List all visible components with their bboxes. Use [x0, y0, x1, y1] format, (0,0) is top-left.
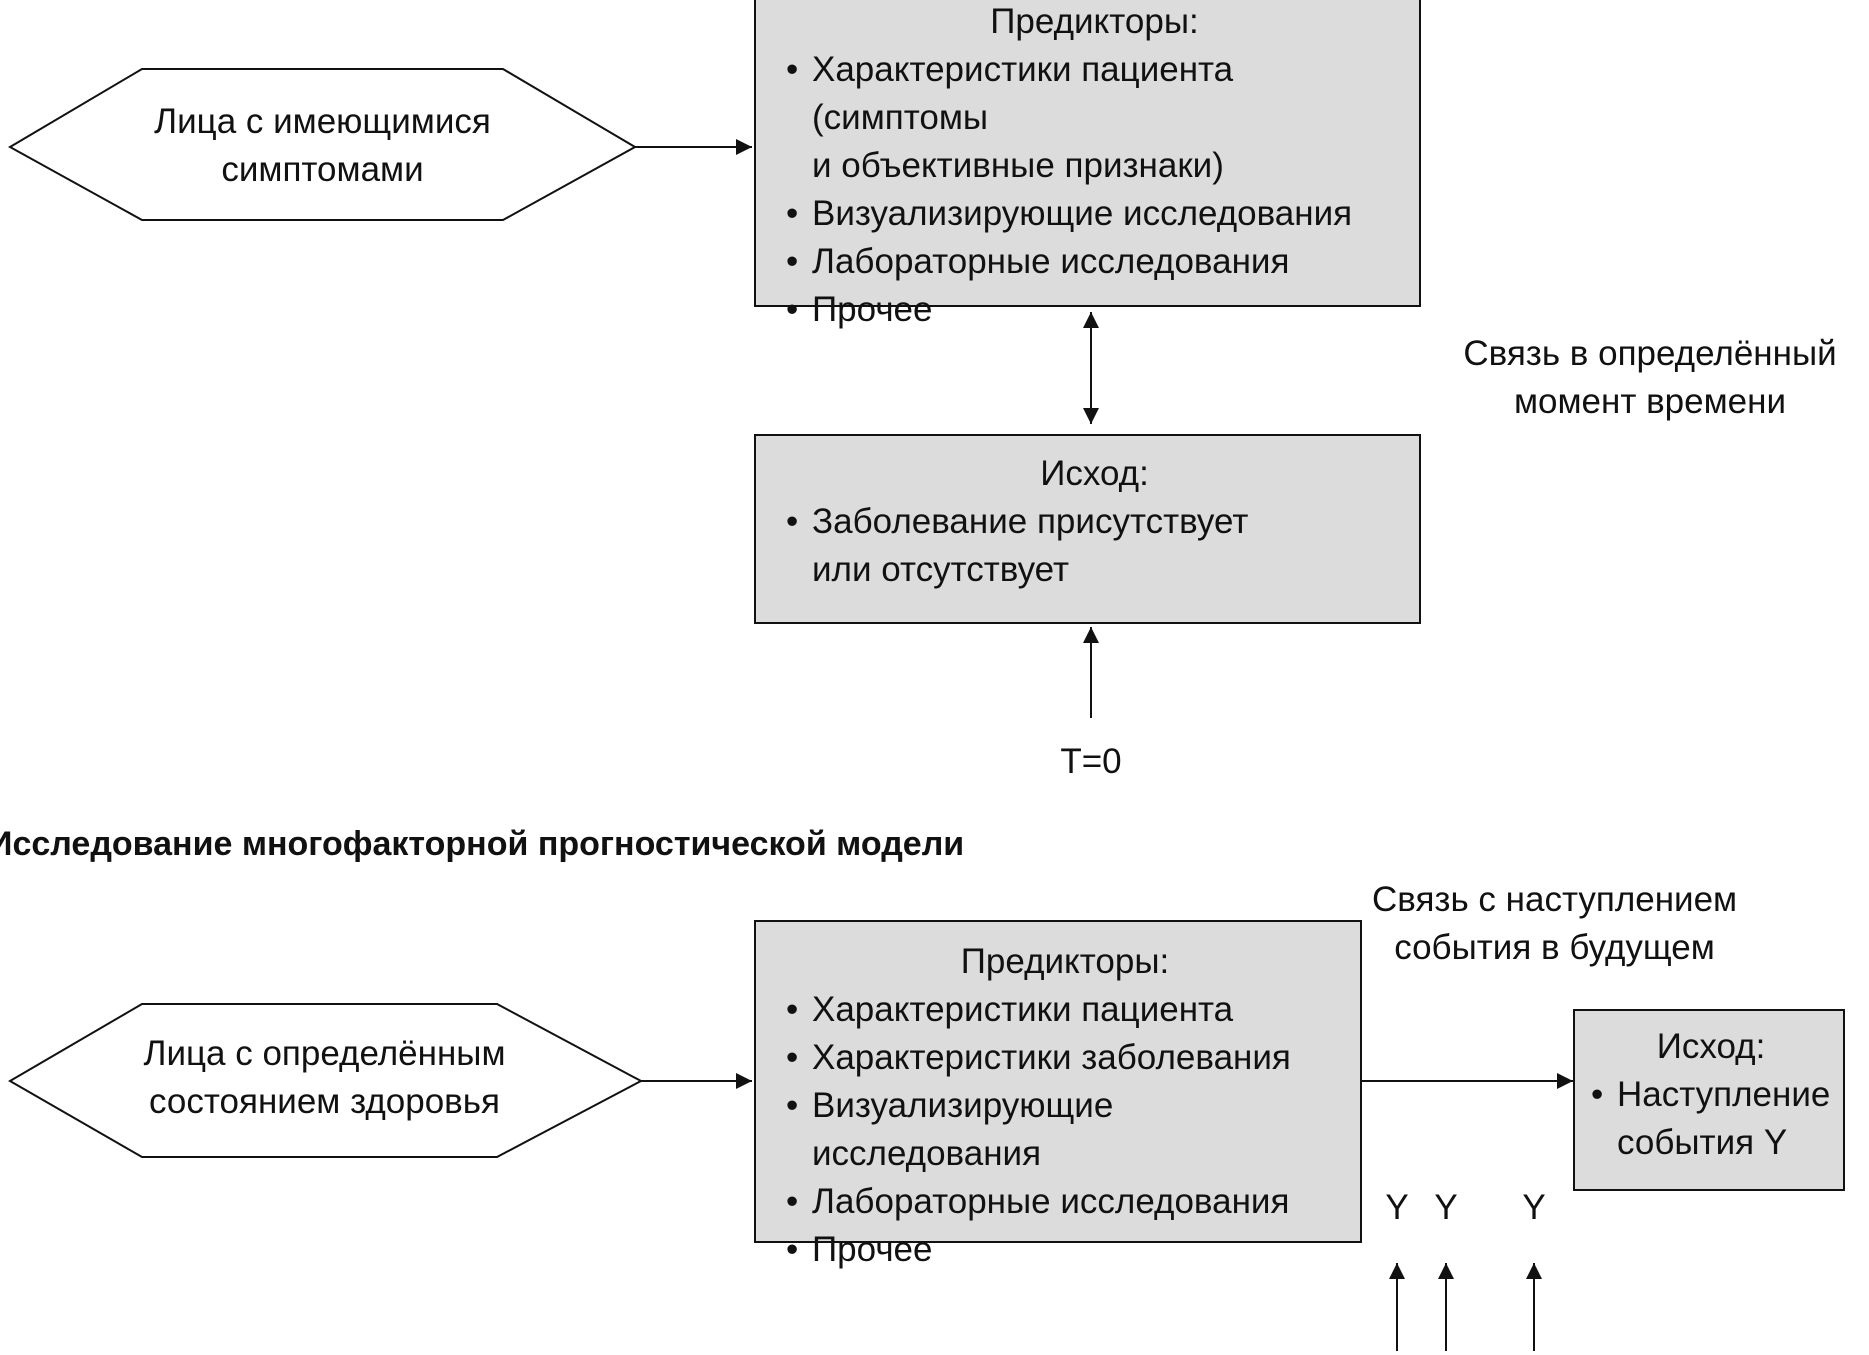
time-zero-label: T=0: [1060, 742, 1122, 781]
outcome-item-event: Наступление события Y: [1589, 1071, 1833, 1167]
predictor-item-other: Прочее: [784, 1226, 1346, 1274]
predictor-item-imaging: Визуализирующие исследования: [784, 190, 1405, 238]
predictors-title: Предикторы:: [960, 942, 1170, 981]
prognostic-heading: Исследование многофакторной прогностичес…: [0, 825, 965, 863]
association-line-1: Связь с наступлением: [1372, 880, 1738, 919]
association-label-bottom: Связь с наступлением события в будущем: [1372, 876, 1737, 972]
predictors-title: Предикторы:: [990, 2, 1199, 41]
predictor-item-disease: Характеристики заболевания: [784, 1034, 1346, 1082]
outcome-box-bottom: Исход: Наступление события Y: [1573, 1009, 1845, 1191]
association-label-top: Связь в определённый момент времени: [1440, 330, 1860, 426]
outcome-list: Заболевание присутствует или отсутствует: [784, 498, 1405, 594]
predictors-list: Характеристики пациента (симптомы и объе…: [784, 46, 1405, 334]
population-line-2: состоянием здоровья: [149, 1082, 500, 1121]
predictor-item-patient: Характеристики пациента (симптомы и объе…: [784, 46, 1405, 190]
outcome-box-top: Исход: Заболевание присутствует или отсу…: [754, 434, 1421, 624]
predictor-item-lab: Лабораторные исследования: [784, 238, 1405, 286]
predictor-item-lab: Лабораторные исследования: [784, 1178, 1346, 1226]
association-line-2: момент времени: [1513, 382, 1787, 421]
outcome-title: Исход:: [1656, 1027, 1766, 1066]
outcome-title: Исход:: [1040, 454, 1149, 493]
predictors-box-top: Предикторы: Характеристики пациента (сим…: [754, 0, 1421, 334]
association-line-2: события в будущем: [1394, 928, 1715, 967]
outcome-item-line-1: Заболевание присутствует: [812, 502, 1249, 541]
predictors-list: Характеристики пациента Характеристики з…: [784, 986, 1346, 1274]
event-label-3: Y: [1522, 1188, 1546, 1227]
association-line-1: Связь в определённый: [1463, 334, 1837, 373]
predictor-item-patient: Характеристики пациента: [784, 986, 1346, 1034]
population-label-bottom: Лица с определённым состоянием здоровья: [132, 1030, 517, 1126]
outcome-item-line-1: Наступление: [1617, 1075, 1831, 1114]
population-line-1: Лица с определённым: [143, 1034, 506, 1073]
predictor-item-imaging: Визуализирующие исследования: [784, 1082, 1346, 1178]
outcome-list: Наступление события Y: [1589, 1071, 1833, 1167]
predictor-item-other: Прочее: [784, 286, 1405, 334]
outcome-item-disease: Заболевание присутствует или отсутствует: [784, 498, 1405, 594]
event-label-2: Y: [1434, 1188, 1458, 1227]
outcome-item-line-2: события Y: [1617, 1123, 1788, 1162]
population-line-1: Лица с имеющимися: [154, 102, 491, 141]
outcome-item-line-2: или отсутствует: [812, 550, 1070, 589]
predictor-item-patient-line-1: Характеристики пациента (симптомы: [812, 50, 1234, 137]
predictors-box-bottom: Предикторы: Характеристики пациента Хара…: [754, 920, 1362, 1274]
event-label-1: Y: [1385, 1188, 1409, 1227]
population-line-2: симптомами: [221, 150, 424, 189]
predictor-item-patient-line-2: и объективные признаки): [812, 146, 1224, 185]
population-label-top: Лица с имеющимися симптомами: [142, 98, 503, 194]
